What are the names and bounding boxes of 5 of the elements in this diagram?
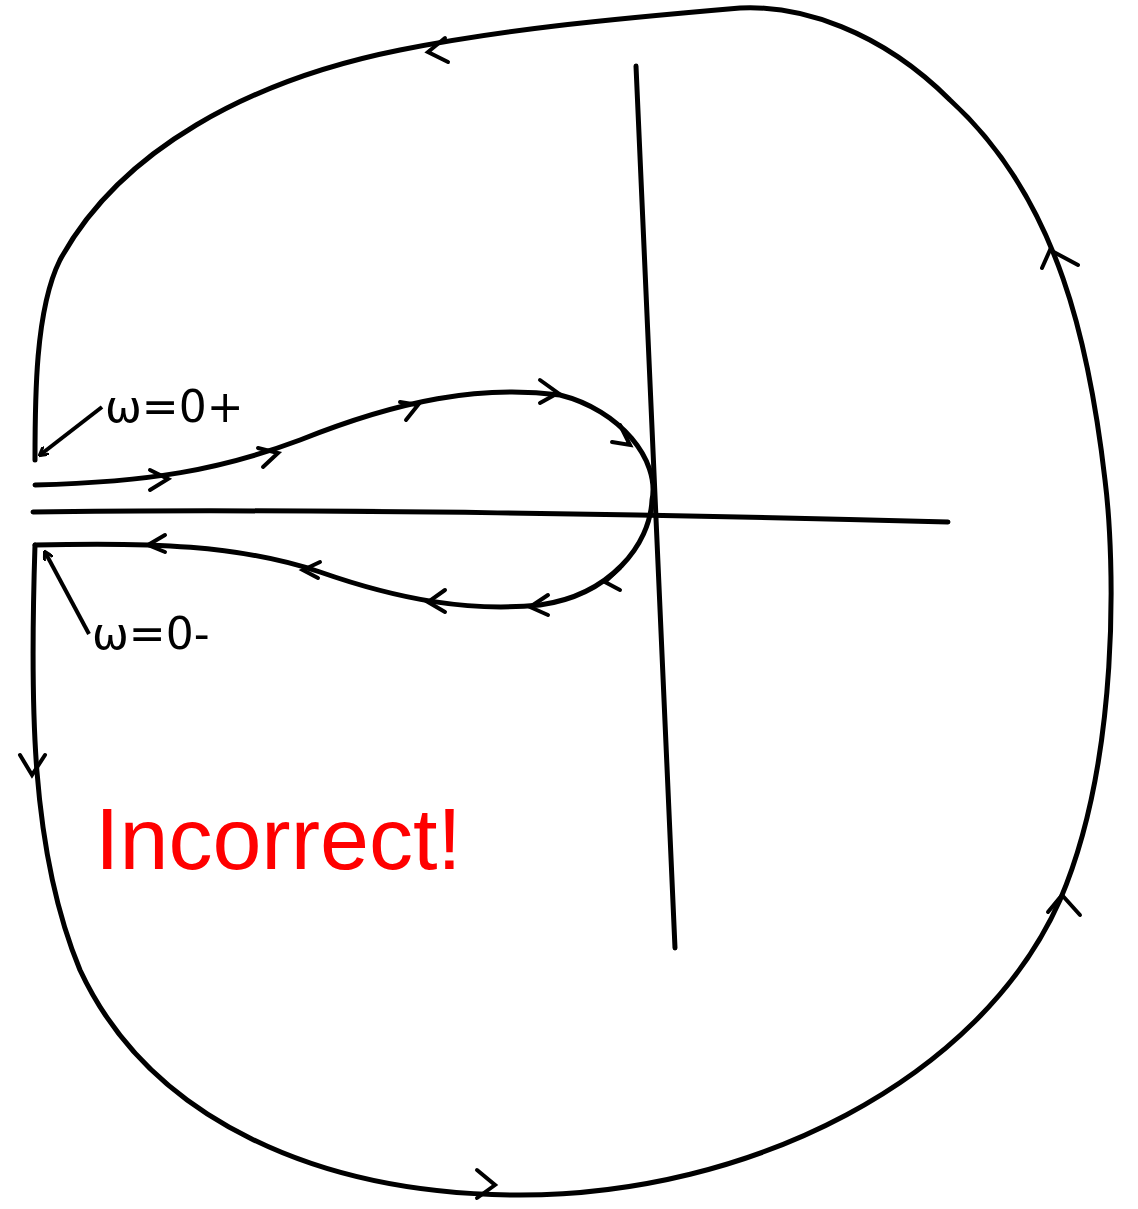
- leader-arrow: [42, 549, 91, 635]
- frequency-label: ω=0-: [92, 612, 210, 656]
- verdict-text: Incorrect!: [95, 795, 462, 883]
- leader-arrow: [37, 405, 104, 458]
- frequency-label: ω=0+: [105, 385, 244, 429]
